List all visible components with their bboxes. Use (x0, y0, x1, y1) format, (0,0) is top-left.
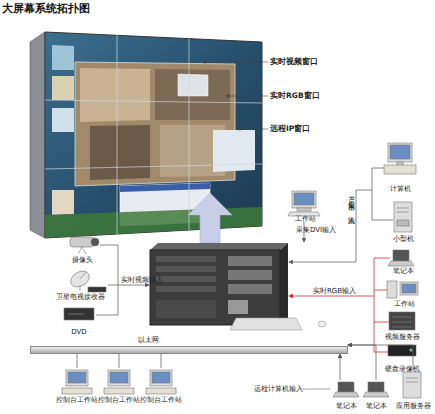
device-node: 笔记本 (381, 248, 425, 276)
rgb-capture-wires (289, 168, 393, 262)
annotation-label: 采集DVI输入 (296, 226, 336, 235)
annotation-label: 实时RGB窗口 (270, 91, 320, 100)
video-wall (30, 32, 262, 238)
device-label: 控制台工作站 (140, 396, 182, 405)
annotation-label: 实时RGB输入 (313, 287, 356, 296)
device-node: 控制台工作站 (139, 368, 183, 405)
device-label: 笔记本 (366, 402, 387, 411)
device-node: 卫星电视接收器 (45, 268, 115, 302)
output-arrow (188, 193, 232, 243)
annotation-label: 远程IP窗口 (270, 124, 310, 133)
device-node: 硬盘录像机 (376, 343, 428, 374)
network-link (340, 354, 341, 380)
device-label: 视频服务器 (385, 333, 420, 342)
device-node: 工作站 (383, 279, 425, 309)
device-node: 小型机 (383, 200, 423, 244)
device-node: 计算机 (375, 140, 425, 194)
device-label: 卫星电视接收器 (56, 293, 105, 302)
device-node: 摄像头 (58, 234, 106, 265)
device-label: 计算机 (390, 185, 411, 194)
device-label: 工作站 (295, 215, 316, 224)
device-node: 控制台工作站 (55, 368, 99, 405)
device-node: 工作站 (283, 190, 327, 224)
device-label: 硬盘录像机 (385, 365, 420, 374)
leader-lines (204, 61, 268, 130)
ethernet-bar (30, 346, 348, 354)
annotation-label: 实时视频输入 (121, 276, 163, 285)
network-band: 以太网 (30, 336, 348, 354)
device-label: 小型机 (393, 235, 414, 244)
device-node: 应用服务器 (392, 370, 434, 411)
device-label: 笔记本 (336, 402, 357, 411)
network-link (161, 354, 162, 368)
device-node: 笔记本 (332, 380, 360, 411)
device-label: 控制台工作站 (98, 396, 140, 405)
annotation-label: 实时视频窗口 (270, 57, 318, 66)
device-node: DVD (58, 305, 100, 337)
network-label: 以太网 (138, 336, 159, 345)
device-label: 笔记本 (393, 267, 414, 276)
device-icons (62, 143, 421, 398)
network-link (77, 354, 78, 368)
diagram-title: 大屏幕系统拓扑图 (2, 1, 90, 16)
controller-chassis (150, 243, 326, 330)
device-label: 摄像头 (72, 256, 93, 265)
device-node: 视频服务器 (376, 310, 428, 342)
annotation-label: 采集RGB输入 (346, 196, 355, 211)
device-label: 控制台工作站 (56, 396, 98, 405)
device-node: 笔记本 (362, 380, 390, 411)
device-label: DVD (71, 328, 86, 337)
network-link (348, 345, 376, 380)
remote-leader (300, 389, 330, 390)
annotation-label: 远程计算机输入 (254, 385, 303, 394)
device-node: 控制台工作站 (97, 368, 141, 405)
device-label: 应用服务器 (396, 402, 431, 411)
rgb-input-wires (289, 258, 390, 352)
network-link (119, 354, 120, 368)
device-label: 工作站 (394, 300, 415, 309)
